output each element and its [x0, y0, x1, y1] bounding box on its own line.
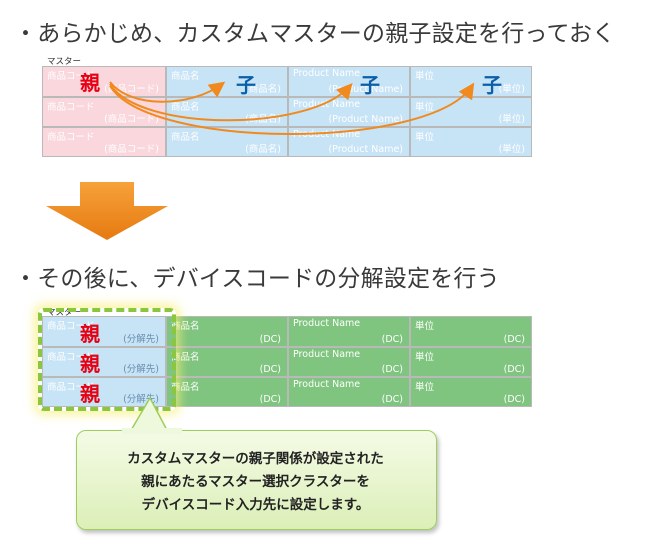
step1-cell-r1-c2: Product Name(Product Name)	[288, 97, 410, 127]
step1-child-marker-3: 子	[482, 73, 502, 97]
step2-table: 商品コード(分解先) 商品コード(分解先) 商品コード(分解先) 商品名(DC)…	[42, 316, 532, 407]
step1-table: 商品コード(商品コード) 商品名(商品名) Product Name(Produ…	[42, 66, 532, 157]
step1-child-marker-1: 子	[236, 73, 256, 97]
step2-cell-r1-c0: 商品コード(分解先)	[42, 347, 166, 377]
step1-cell-r2-c3: 単位(単位)	[410, 127, 532, 157]
step1-cell-r0-c0: 商品コード(商品コード)	[42, 66, 166, 97]
down-arrow-icon	[46, 182, 168, 240]
step2-parent-marker-1: 親	[80, 322, 100, 346]
step1-cell-r2-c2: Product Name(Product Name)	[288, 127, 410, 157]
step2-parent-marker-3: 親	[80, 382, 100, 406]
step2-parent-marker-2: 親	[80, 352, 100, 376]
step2-cell-r1-c3: 単位(DC)	[410, 347, 532, 377]
step1-cell-r0-c3: 単位(単位)	[410, 66, 532, 97]
callout-line-3: デバイスコード入力先に設定します。	[141, 497, 370, 513]
step1-cell-r2-c1: 商品名(商品名)	[166, 127, 288, 157]
step1-cell-r1-c0: 商品コード(商品コード)	[42, 97, 166, 127]
highlight-dashed-box	[38, 308, 176, 411]
callout-line-1: カスタムマスターの親子関係が設定された	[127, 451, 384, 467]
callout-line-2: 親にあたるマスター選択クラスターを	[141, 474, 370, 490]
callout-text: カスタムマスターの親子関係が設定された 親にあたるマスター選択クラスターを デバ…	[76, 448, 435, 517]
step2-cell-r2-c3: 単位(DC)	[410, 377, 532, 407]
step2-cell-r0-c0: 商品コード(分解先)	[42, 316, 166, 347]
step1-cell-r1-c3: 単位(単位)	[410, 97, 532, 127]
step1-cell-r0-c1: 商品名(商品名)	[166, 66, 288, 97]
step2-cell-r0-c2: Product Name(DC)	[288, 316, 410, 347]
step2-cell-r0-c3: 単位(DC)	[410, 316, 532, 347]
step2-heading: ・その後に、デバイスコードの分解設定を行う	[14, 266, 500, 292]
step1-cell-r1-c1: 商品名(商品名)	[166, 97, 288, 127]
step2-cell-r2-c2: Product Name(DC)	[288, 377, 410, 407]
step2-cell-r1-c1: 商品名(DC)	[166, 347, 288, 377]
step1-master-label: マスター	[47, 57, 82, 67]
step2-cell-r2-c1: 商品名(DC)	[166, 377, 288, 407]
step2-cell-r1-c2: Product Name(DC)	[288, 347, 410, 377]
step1-heading: ・あらかじめ、カスタムマスターの親子設定を行っておく	[14, 21, 616, 47]
step2-cell-r0-c1: 商品名(DC)	[166, 316, 288, 347]
step1-parent-marker: 親	[80, 71, 100, 95]
step1-cell-r0-c2: Product Name(Product Name)	[288, 66, 410, 97]
callout-box	[76, 430, 437, 530]
step2-master-label: マスター	[47, 308, 82, 318]
step1-child-marker-2: 子	[360, 73, 380, 97]
step1-cell-r2-c0: 商品コード(商品コード)	[42, 127, 166, 157]
